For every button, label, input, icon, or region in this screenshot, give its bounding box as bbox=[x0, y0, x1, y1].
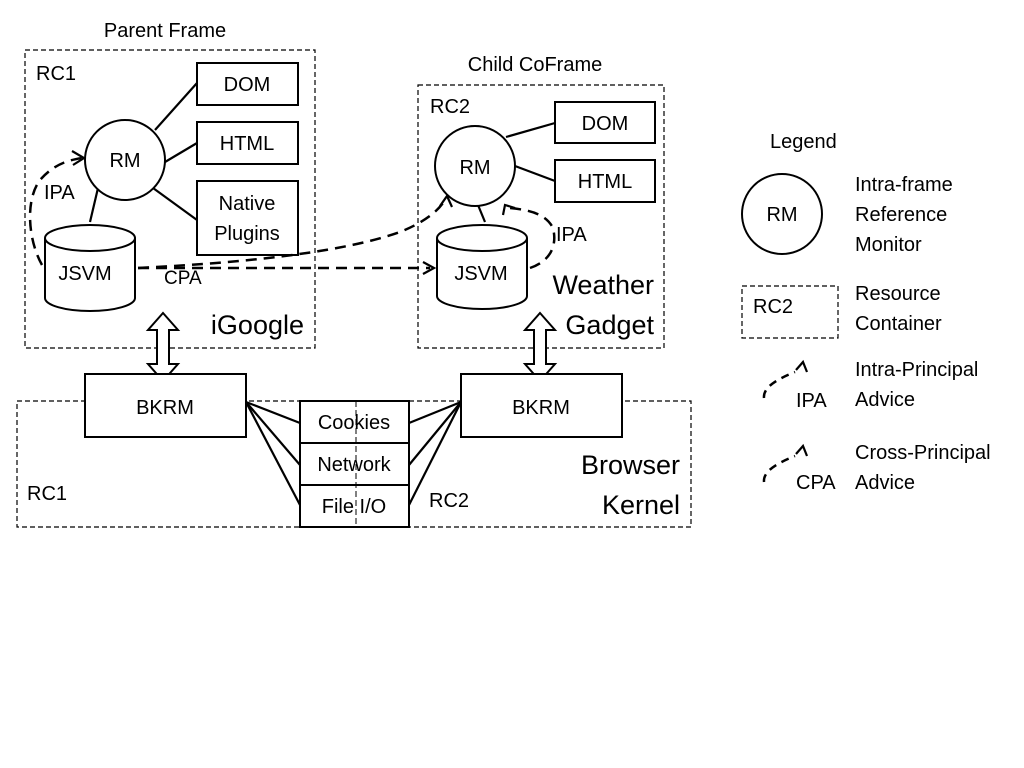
igoogle-label: iGoogle bbox=[211, 310, 304, 340]
svg-text:Cross-Principal: Cross-Principal bbox=[855, 442, 991, 464]
kernel-rc2-label: RC2 bbox=[429, 490, 469, 512]
svg-text:DOM: DOM bbox=[224, 74, 271, 96]
parent-native-plugins-box: Native Plugins bbox=[196, 180, 299, 256]
child-reference-monitor: RM bbox=[434, 125, 516, 207]
child-jsvm-cylinder: JSVM bbox=[436, 224, 528, 310]
right-fileio-link bbox=[408, 401, 462, 506]
kernel-rc1-label: RC1 bbox=[27, 483, 67, 505]
legend-ipa-arrow-icon bbox=[762, 370, 796, 399]
left-bkrm-box: BKRM bbox=[84, 373, 247, 438]
svg-text:HTML: HTML bbox=[578, 171, 632, 193]
parent-reference-monitor: RM bbox=[84, 119, 166, 201]
browser-label: Browser bbox=[581, 450, 680, 480]
child-html-box: HTML bbox=[554, 159, 656, 203]
parent-frame: Parent Frame RC1 DOM HTML Native Plugins… bbox=[24, 20, 316, 349]
parent-frame-title: Parent Frame bbox=[104, 20, 226, 42]
svg-text:RM: RM bbox=[109, 150, 140, 172]
svg-text:File I/O: File I/O bbox=[322, 496, 386, 518]
legend-rm-circle bbox=[741, 173, 823, 255]
parent-ipa-label: IPA bbox=[44, 182, 75, 204]
parent-dom-box: DOM bbox=[196, 62, 299, 106]
cpa-arrow-to-rm bbox=[137, 197, 448, 270]
svg-text:Plugins: Plugins bbox=[214, 223, 280, 245]
child-dom-box: DOM bbox=[554, 101, 656, 144]
child-rm-dom-link bbox=[505, 121, 556, 139]
gadget-label: Gadget bbox=[565, 310, 654, 340]
child-rm-html-link bbox=[514, 164, 556, 183]
kernel-label: Kernel bbox=[602, 490, 680, 520]
svg-text:JSVM: JSVM bbox=[454, 263, 507, 285]
svg-text:IPA: IPA bbox=[796, 390, 827, 412]
svg-text:Reference: Reference bbox=[855, 204, 947, 226]
cpa-label: CPA bbox=[164, 268, 202, 289]
child-kernel-double-arrow-icon bbox=[522, 311, 558, 383]
legend-rm-entry: RM Intra-frame Reference Monitor bbox=[741, 173, 953, 256]
rm-dom-link bbox=[154, 82, 198, 131]
legend-cpa-arrow-icon bbox=[762, 454, 796, 483]
legend-cpa-entry: CPA Cross-Principal Advice bbox=[762, 442, 991, 494]
browser-kernel: BKRM BKRM Cookies Network File I/O RC1 R… bbox=[16, 373, 692, 528]
svg-text:JSVM: JSVM bbox=[58, 263, 111, 285]
svg-text:Network: Network bbox=[317, 454, 391, 476]
rm-plugins-link bbox=[152, 187, 198, 221]
cookies-box bbox=[299, 400, 410, 444]
svg-text:Advice: Advice bbox=[855, 472, 915, 494]
svg-text:DOM: DOM bbox=[582, 113, 629, 135]
legend-rc-box bbox=[741, 285, 839, 339]
legend-rc-entry: RC2 Resource Container bbox=[741, 283, 942, 339]
parent-ipa-arrow bbox=[28, 156, 83, 266]
parent-container-label: RC1 bbox=[36, 63, 76, 85]
child-ipa-label: IPA bbox=[556, 224, 587, 246]
rm-html-link bbox=[164, 142, 198, 163]
child-frame-title: Child CoFrame bbox=[468, 54, 602, 76]
svg-text:BKRM: BKRM bbox=[136, 397, 194, 419]
child-container-label: RC2 bbox=[430, 96, 470, 118]
left-fileio-link bbox=[245, 401, 301, 506]
svg-text:Monitor: Monitor bbox=[855, 234, 922, 256]
parent-jsvm-cylinder: JSVM bbox=[44, 224, 136, 312]
child-frame: Child CoFrame RC2 DOM HTML RM JSVM IPA W… bbox=[417, 54, 665, 349]
rm-jsvm-link bbox=[88, 187, 100, 223]
svg-text:Intra-Principal: Intra-Principal bbox=[855, 359, 978, 381]
svg-text:Cookies: Cookies bbox=[318, 412, 390, 434]
svg-text:CPA: CPA bbox=[796, 472, 836, 494]
fileio-box bbox=[299, 484, 410, 528]
svg-text:RM: RM bbox=[459, 157, 490, 179]
svg-text:RC2: RC2 bbox=[753, 296, 793, 318]
legend: Legend RM Intra-frame Reference Monitor … bbox=[741, 131, 991, 494]
svg-text:RM: RM bbox=[766, 204, 797, 226]
svg-text:BKRM: BKRM bbox=[512, 397, 570, 419]
right-cookies-link bbox=[408, 400, 462, 425]
right-network-link bbox=[408, 401, 462, 466]
parent-ipa-arrowhead-icon bbox=[71, 150, 87, 166]
legend-ipa-entry: IPA Intra-Principal Advice bbox=[762, 359, 978, 412]
right-bkrm-box: BKRM bbox=[460, 373, 623, 438]
svg-text:Resource: Resource bbox=[855, 283, 941, 305]
svg-text:Intra-frame: Intra-frame bbox=[855, 174, 953, 196]
child-rm-jsvm-link bbox=[476, 204, 487, 223]
left-network-link bbox=[245, 401, 301, 466]
svg-text:Container: Container bbox=[855, 313, 942, 335]
cpa-arrowhead-rm-icon bbox=[439, 193, 454, 208]
cross-principal-advice bbox=[137, 193, 454, 275]
left-cookies-link bbox=[245, 400, 301, 425]
weather-label: Weather bbox=[552, 270, 654, 300]
svg-text:Advice: Advice bbox=[855, 389, 915, 411]
cpa-arrowhead-jsvm-icon bbox=[422, 261, 437, 275]
parent-html-box: HTML bbox=[196, 121, 299, 165]
svg-text:Native: Native bbox=[219, 193, 276, 215]
parent-kernel-double-arrow-icon bbox=[145, 311, 181, 383]
child-ipa-arrowhead-icon bbox=[501, 203, 516, 216]
svg-text:HTML: HTML bbox=[220, 133, 274, 155]
kernel-resource-stack: Cookies Network File I/O bbox=[299, 400, 410, 528]
legend-title: Legend bbox=[770, 131, 837, 153]
